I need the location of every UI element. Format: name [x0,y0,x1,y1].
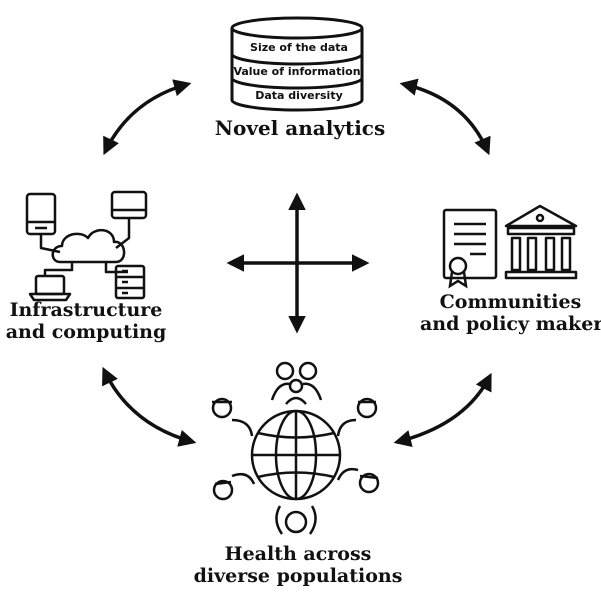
arrow-top-left [103,79,192,156]
node-title-infrastructure: Infrastructure and computing [0,299,172,344]
globe-with-people-icon [211,361,380,535]
node-title-novel-analytics: Novel analytics [180,117,420,140]
node-title-health: Health across diverse populations [170,543,426,588]
government-building-icon [504,204,578,280]
novel-analytics-label: Novel analytics [214,116,386,140]
certificate-icon [442,208,498,289]
infrastructure-label-line2: and computing [5,320,167,343]
health-label-line2: diverse populations [193,564,403,587]
database-row-diversity: Data diversity [255,89,343,102]
communities-label-line2: and policy makers [420,312,601,335]
arrow-bottom-left [102,366,197,447]
arrow-top-right [399,78,491,156]
network-cloud-icon [25,190,148,302]
database-row-value: Value of information [233,65,360,78]
database-row-size: Size of the data [250,41,348,54]
health-label-line1: Health across [224,543,372,565]
communities-label-line1: Communities [439,291,582,313]
arrow-bottom-right [393,372,492,448]
database-icon [230,16,364,112]
central-cross-arrows [226,192,370,334]
node-title-communities: Communities and policy makers [420,291,601,336]
infrastructure-label-line1: Infrastructure [9,299,163,321]
